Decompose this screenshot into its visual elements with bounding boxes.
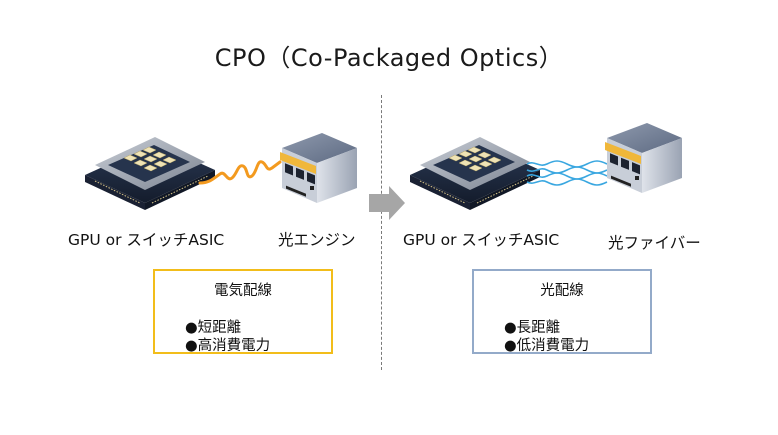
module-label: 光ファイバー [608, 234, 701, 252]
processor-chip-icon [85, 137, 215, 210]
optical-wiring-box: 光配線 ●長距離 ●低消費電力 [472, 269, 652, 354]
box-title: 光配線 [540, 283, 584, 299]
box-title: 電気配線 [214, 283, 272, 299]
box-item: ●短距離 [185, 320, 242, 336]
optical-module-icon [605, 123, 682, 193]
box-item: ●低消費電力 [504, 338, 590, 354]
processor-chip-icon [410, 137, 540, 210]
box-item: ●高消費電力 [185, 338, 271, 354]
electrical-wiring-box: 電気配線 ●短距離 ●高消費電力 [153, 269, 333, 354]
optical-fibers [526, 160, 608, 186]
optical-module-icon [280, 133, 357, 203]
chip-label: GPU or スイッチASIC [68, 231, 225, 249]
electrical-wire [198, 160, 282, 185]
right-arrow-icon [369, 186, 405, 220]
module-label: 光エンジン [278, 231, 356, 249]
diagram-title: CPO（Co-Packaged Optics） [214, 44, 564, 72]
box-item: ●長距離 [504, 320, 561, 336]
dashed-divider [381, 95, 382, 370]
chip-label: GPU or スイッチASIC [403, 231, 560, 249]
